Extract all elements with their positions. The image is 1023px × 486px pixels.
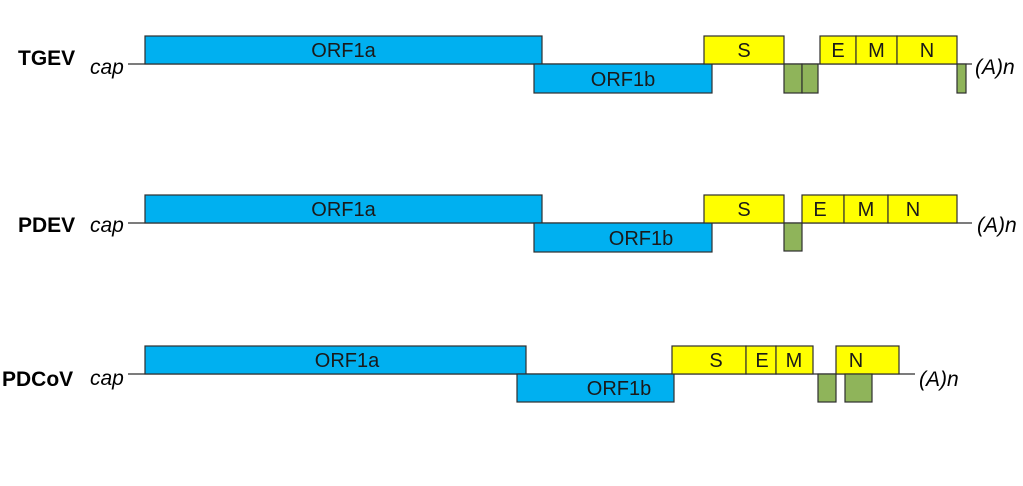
gene-m-label: M bbox=[858, 199, 875, 221]
gene-orf1b-box bbox=[533, 63, 713, 94]
gene-s-label: S bbox=[737, 40, 750, 62]
gene-orf1b-box bbox=[516, 373, 675, 403]
genome-row-pdcov: PDCoV cap (A)n ORF1a ORF1b S E M N bbox=[2, 345, 959, 403]
gene-s-box bbox=[671, 345, 747, 375]
gene-accessory-box bbox=[783, 222, 803, 252]
gene-orf1a-label: ORF1a bbox=[315, 350, 380, 372]
gene-n-label: N bbox=[849, 350, 863, 372]
gene-e-box bbox=[801, 194, 845, 224]
polya-label: (A)n bbox=[975, 56, 1015, 79]
genome-row-tgev: TGEV cap (A)n ORF1a ORF1b S E M N bbox=[18, 35, 1015, 94]
gene-orf1a-box bbox=[144, 194, 543, 224]
polya-label: (A)n bbox=[919, 368, 959, 391]
gene-orf1a-box bbox=[144, 345, 527, 375]
gene-n-label: N bbox=[920, 40, 934, 62]
gene-s-box bbox=[703, 35, 785, 65]
gene-n-box bbox=[887, 194, 958, 224]
gene-orf1b-box bbox=[533, 222, 713, 253]
gene-m-box bbox=[775, 345, 814, 375]
gene-accessory-box bbox=[817, 373, 837, 403]
genome-name: TGEV bbox=[18, 47, 75, 70]
gene-accessory-box bbox=[956, 63, 967, 94]
gene-m-label: M bbox=[868, 40, 885, 62]
genome-name: PDCoV bbox=[2, 368, 73, 391]
gene-orf1b-label: ORF1b bbox=[591, 69, 655, 91]
gene-accessory-box bbox=[844, 373, 873, 403]
gene-orf1b-label: ORF1b bbox=[609, 228, 673, 250]
gene-orf1a-box bbox=[144, 35, 543, 65]
gene-n-box bbox=[835, 345, 900, 375]
gene-s-label: S bbox=[737, 199, 750, 221]
gene-orf1a-label: ORF1a bbox=[311, 40, 376, 62]
gene-e-label: E bbox=[813, 199, 826, 221]
gene-n-label: N bbox=[906, 199, 920, 221]
gene-e-label: E bbox=[755, 350, 768, 372]
gene-orf1b-label: ORF1b bbox=[587, 378, 651, 400]
cap-label: cap bbox=[90, 214, 124, 237]
gene-accessory-box bbox=[801, 63, 819, 94]
gene-n-box bbox=[896, 35, 958, 65]
cap-label: cap bbox=[90, 56, 124, 79]
gene-s-box bbox=[703, 194, 785, 224]
polya-label: (A)n bbox=[977, 214, 1017, 237]
gene-m-box bbox=[843, 194, 889, 224]
gene-accessory-box bbox=[783, 63, 803, 94]
cap-label: cap bbox=[90, 367, 124, 390]
gene-e-label: E bbox=[831, 40, 844, 62]
genome-row-pdev: PDEV cap (A)n ORF1a ORF1b S E M N bbox=[18, 194, 1017, 253]
gene-m-label: M bbox=[786, 350, 803, 372]
gene-s-label: S bbox=[709, 350, 722, 372]
gene-orf1a-label: ORF1a bbox=[311, 199, 376, 221]
genome-name: PDEV bbox=[18, 214, 75, 237]
gene-e-box bbox=[745, 345, 777, 375]
